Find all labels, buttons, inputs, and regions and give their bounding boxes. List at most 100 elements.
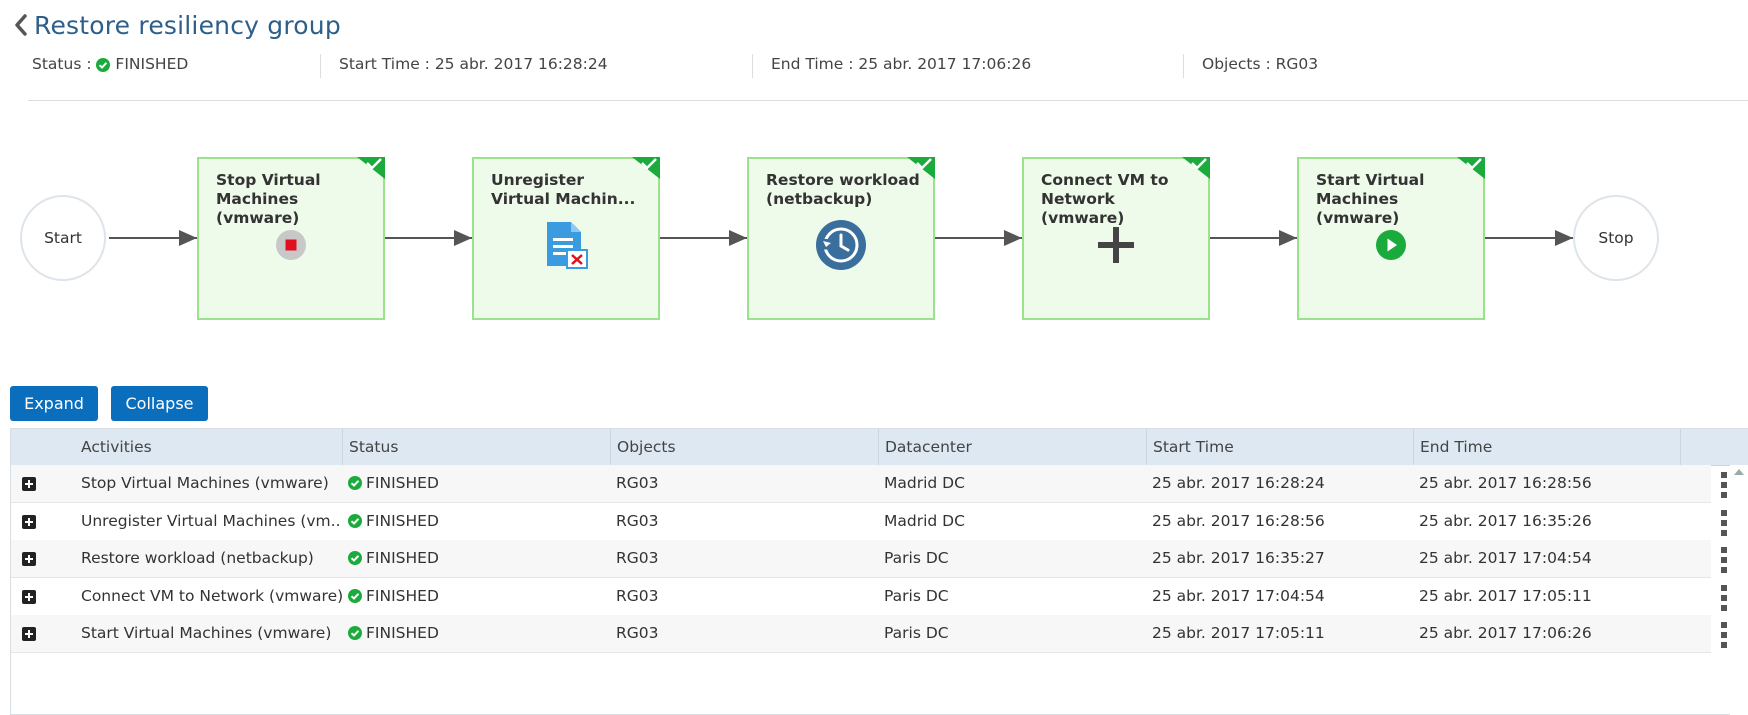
cell-end-time: 25 abr. 2017 17:06:26 [1419,624,1592,642]
table-header: Activities Status Objects Datacenter Sta… [11,429,1748,466]
unregister-document-icon [543,220,589,274]
flow-step-restore-workload[interactable]: Restore workload (netbackup) [747,157,935,320]
cell-end-time: 25 abr. 2017 16:35:26 [1419,511,1592,530]
cell-status: FINISHED [342,578,610,615]
step-title-line: Machines (vmware) [216,190,300,227]
check-circle-icon [348,626,362,640]
page-title: Restore resiliency group [34,10,341,40]
flow-step-start-vms[interactable]: Start Virtual Machines (vmware) [1297,157,1485,320]
plus-icon [1096,225,1136,269]
kebab-menu-icon[interactable] [1719,622,1729,648]
flow-start-label: Start [44,229,82,247]
kebab-menu-icon[interactable] [1719,547,1729,573]
expand-row-icon[interactable] [22,627,36,641]
expand-row-icon[interactable] [22,552,36,566]
flow-step-unregister-vms[interactable]: Unregister Virtual Machin... [472,157,660,320]
cell-status: FINISHED [342,615,610,652]
expand-row-icon[interactable] [22,589,36,604]
flow-step-connect-vm-network[interactable]: Connect VM to Network (vmware) [1022,157,1210,320]
chevron-left-icon[interactable] [10,11,32,39]
cell-start-time: 25 abr. 2017 16:35:27 [1152,549,1325,567]
step-title-line: (netbackup) [766,190,873,208]
step-title-line: Start Virtual [1316,171,1425,189]
step-title-line: Unregister [491,171,584,189]
divider [28,100,1748,101]
check-circle-icon [348,551,362,565]
cell-datacenter: Madrid DC [884,511,965,530]
cell-objects: RG03 [616,474,659,492]
table-scrollbar[interactable] [1730,465,1748,715]
flow-step-stop-vms[interactable]: Stop Virtual Machines (vmware) [197,157,385,320]
meta-end-time: End Time : 25 abr. 2017 17:06:26 [771,55,1031,73]
column-header-status[interactable]: Status [342,429,610,465]
step-title-line: Machines (vmware) [1316,190,1400,227]
kebab-menu-icon[interactable] [1719,472,1729,498]
cell-objects: RG03 [616,624,659,642]
meta-divider [320,54,321,78]
table-row[interactable]: Unregister Virtual Machines (vm... FINISH… [11,503,1727,541]
cell-objects: RG03 [616,549,659,567]
cell-objects: RG03 [616,586,659,605]
cell-start-time: 25 abr. 2017 16:28:24 [1152,474,1325,492]
expand-row-icon[interactable] [22,514,36,529]
check-circle-icon [348,476,362,490]
meta-status: Status : FINISHED [32,55,188,73]
status-text: FINISHED [366,511,439,530]
cell-status: FINISHED [342,540,610,577]
table-row[interactable]: Start Virtual Machines (vmware) FINISHED R… [11,615,1727,653]
cell-end-time: 25 abr. 2017 16:28:56 [1419,474,1592,492]
cell-end-time: 25 abr. 2017 17:04:54 [1419,549,1592,567]
cell-activity: Start Virtual Machines (vmware) [81,624,332,642]
cell-activity: Connect VM to Network (vmware) [81,586,342,605]
meta-divider [1183,54,1184,78]
table-header-expand [11,429,75,465]
cell-end-time: 25 abr. 2017 17:05:11 [1419,586,1592,605]
scroll-up-icon[interactable] [1734,469,1744,475]
cell-activity: Unregister Virtual Machines (vm... [81,511,342,530]
check-circle-icon [96,57,111,72]
step-title: Unregister Virtual Machin... [491,171,651,209]
check-corner-icon [1182,157,1210,179]
expand-button[interactable]: Expand [10,386,98,421]
check-corner-icon [632,157,660,179]
column-header-datacenter[interactable]: Datacenter [878,429,1146,465]
status-text: FINISHED [366,549,439,567]
check-corner-icon [357,157,385,179]
column-header-end-time[interactable]: End Time [1413,429,1680,465]
meta-start-time: Start Time : 25 abr. 2017 16:28:24 [339,55,608,73]
column-header-objects[interactable]: Objects [610,429,878,465]
flow-connectors [109,230,1573,246]
flow-stop-node: Stop [1573,195,1659,281]
status-text: FINISHED [366,586,439,605]
step-title: Stop Virtual Machines (vmware) [216,171,376,228]
cell-datacenter: Madrid DC [884,474,965,492]
step-title-line: Restore workload [766,171,920,189]
check-circle-icon [348,513,362,528]
kebab-menu-icon[interactable] [1719,584,1729,611]
table-header-actions [1680,429,1748,465]
end-time-value: 25 abr. 2017 17:06:26 [858,55,1032,73]
column-header-start-time[interactable]: Start Time [1146,429,1413,465]
kebab-menu-icon[interactable] [1719,509,1729,536]
meta-divider [752,54,753,78]
expand-row-icon[interactable] [22,477,36,491]
cell-objects: RG03 [616,511,659,530]
step-title: Start Virtual Machines (vmware) [1316,171,1476,228]
step-title: Restore workload (netbackup) [766,171,926,209]
restore-clock-icon [815,219,867,275]
table-row[interactable]: Connect VM to Network (vmware) FINISHED RG… [11,578,1727,616]
collapse-button[interactable]: Collapse [111,386,208,421]
status-label: Status : [32,55,92,73]
step-title-line: Stop Virtual [216,171,321,189]
check-corner-icon [907,157,935,179]
cell-start-time: 25 abr. 2017 17:04:54 [1152,586,1325,605]
status-text: FINISHED [366,624,439,642]
column-header-activities[interactable]: Activities [81,438,152,456]
status-value: FINISHED [115,55,189,73]
cell-start-time: 25 abr. 2017 16:28:56 [1152,511,1325,530]
meta-objects: Objects : RG03 [1202,55,1318,73]
cell-status: FINISHED [342,503,610,540]
activities-table: Activities Status Objects Datacenter Sta… [10,428,1748,715]
